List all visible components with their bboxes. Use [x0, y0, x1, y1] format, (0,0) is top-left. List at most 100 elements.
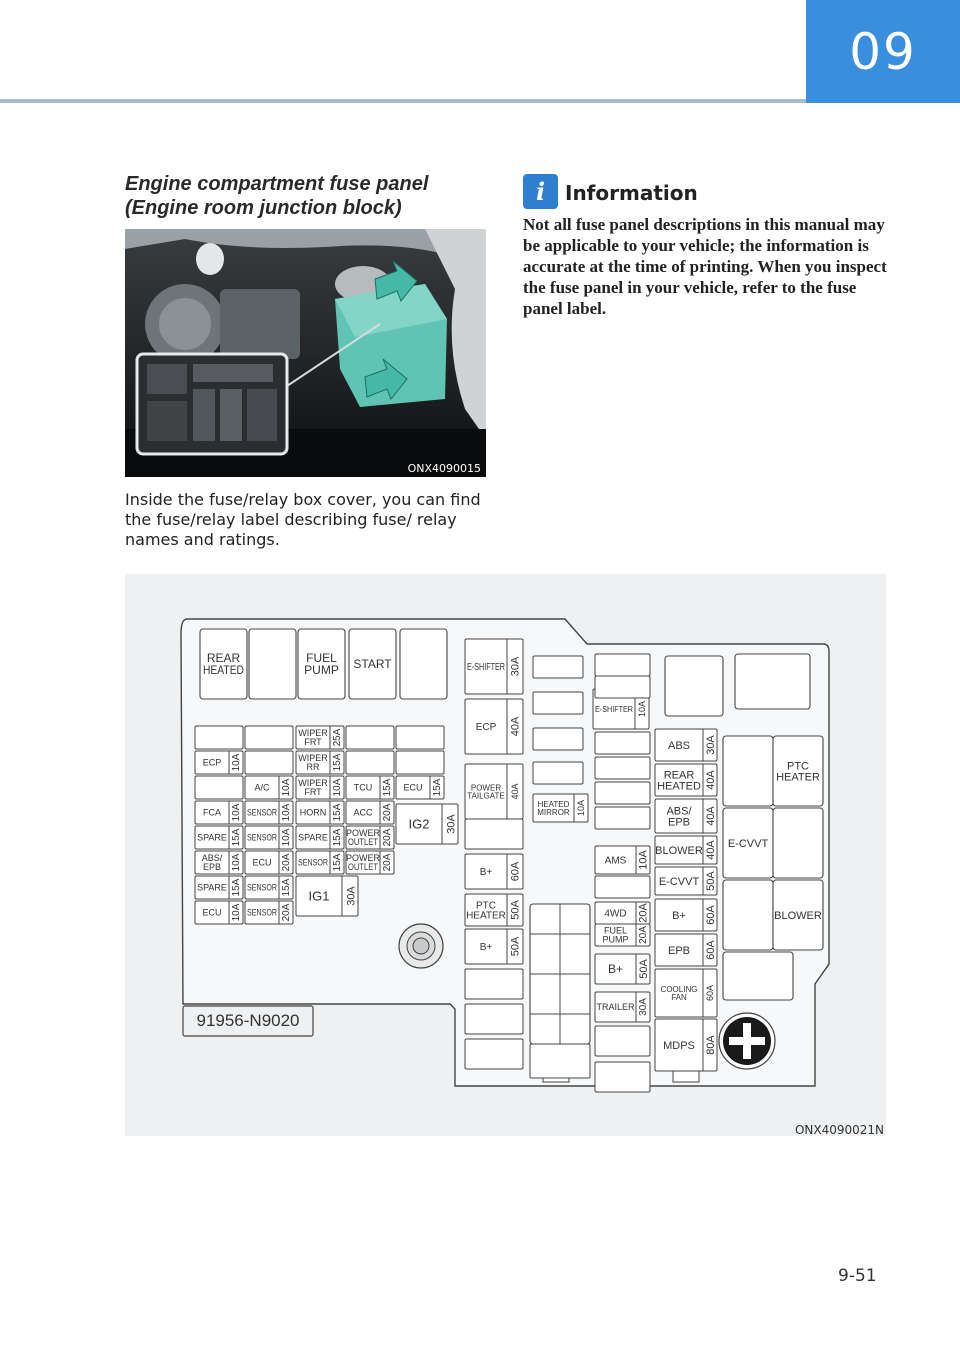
fuse-rating: 10A — [231, 753, 242, 771]
section-title: Engine compartment fuse panel (Engine ro… — [125, 172, 485, 220]
fuse-label: TCU — [354, 783, 373, 793]
fuse-label: SENSOR — [247, 808, 277, 818]
mini-fuse-empty — [532, 655, 584, 679]
mini-fuse-empty — [532, 691, 584, 715]
fuse-rating: 60A — [705, 940, 717, 960]
fuse-rating: 10A — [231, 903, 242, 921]
right-relay-empty — [722, 951, 794, 1001]
col-b-empty — [594, 653, 651, 677]
fuse-label: FCA — [203, 808, 221, 818]
fuse-empty — [194, 725, 244, 750]
header-rule — [0, 99, 806, 103]
fuse-empty — [194, 775, 244, 800]
fuse-label: ABS — [668, 740, 690, 752]
fuse-rating: 50A — [705, 871, 717, 891]
fuse-rating: 15A — [432, 778, 443, 796]
body-paragraph: Inside the fuse/relay box cover, you can… — [125, 490, 481, 549]
info-title: Information — [565, 181, 698, 205]
fuse-rating: 60A — [705, 985, 715, 1001]
fuse-rating: 50A — [638, 959, 650, 979]
photo-caption: ONX4090015 — [407, 462, 481, 475]
fuse-label: ECU — [202, 908, 221, 918]
fuse-label: B+ — [480, 942, 493, 953]
fuse-label: FRT — [304, 737, 322, 747]
fuse-empty — [395, 725, 445, 750]
fuse-label: PTC — [787, 760, 809, 772]
engine-bay-illustration — [125, 229, 486, 477]
fuse-label: HORN — [300, 808, 327, 818]
mini-fuse-empty — [532, 761, 584, 785]
col-a-fuse: B+ 50A — [464, 928, 524, 965]
fuse-label: START — [353, 657, 392, 671]
fuse-label: POWER — [471, 783, 501, 792]
fuse-label: TAILGATE — [467, 791, 505, 800]
fuse-label: ABS/ — [666, 805, 692, 817]
chapter-tab: 09 — [806, 0, 960, 103]
fuse-rating: 10A — [576, 800, 586, 816]
col-c-relay — [664, 655, 724, 717]
fuse-label: BLOWER — [774, 910, 822, 922]
fuse-label: HEATED — [203, 663, 244, 677]
right-relay: E-CVVT — [722, 807, 774, 879]
fuse-rating: 15A — [281, 878, 292, 896]
fuse-rating: 15A — [332, 753, 343, 771]
bolt-terminal — [398, 923, 444, 969]
battery-plus-icon — [718, 1012, 776, 1070]
fuse-label: A/C — [254, 783, 270, 793]
fuse-rating: 10A — [231, 803, 242, 821]
fuse-label: FAN — [671, 993, 687, 1002]
mini-fuse-empty — [532, 727, 584, 751]
col-a-empty — [464, 818, 524, 850]
col-b-empty — [594, 1061, 651, 1093]
top-relay — [399, 628, 448, 700]
fuse-rating: 10A — [281, 803, 292, 821]
right-relay-empty — [734, 653, 811, 710]
col-a-fuse: B+60A — [464, 853, 524, 890]
fuse-label: RR — [307, 762, 320, 772]
fuse-empty — [244, 725, 294, 750]
fuse-label: HEATER — [776, 771, 820, 783]
fuse-rating: 20A — [281, 853, 292, 871]
diagram-caption: ONX4090021N — [794, 1123, 884, 1137]
fuse-label: B+ — [608, 962, 623, 976]
fuse-rating: 20A — [382, 828, 393, 846]
page-number: 9-51 — [838, 1266, 877, 1286]
fuse-rating: 30A — [446, 814, 458, 834]
col-b-empty — [594, 781, 651, 805]
fuse-label: IG1 — [309, 889, 330, 904]
fuse-label: MDPS — [663, 1040, 695, 1052]
fuse-rating: 20A — [382, 853, 393, 871]
fuse-rating: 80A — [705, 1035, 717, 1055]
col-c-fuse: MDPS 80A — [654, 1018, 718, 1072]
fuse-label: WIPER — [298, 778, 328, 788]
col-b-empty — [594, 1025, 651, 1057]
right-relay-empty — [772, 807, 824, 879]
fuse-label: REAR — [664, 769, 695, 781]
fuse-rating: 50A — [510, 936, 522, 956]
fuse-rating: 40A — [510, 716, 522, 736]
fuse-rating: 25A — [332, 728, 343, 746]
fuse-label: HEATED — [538, 800, 570, 809]
